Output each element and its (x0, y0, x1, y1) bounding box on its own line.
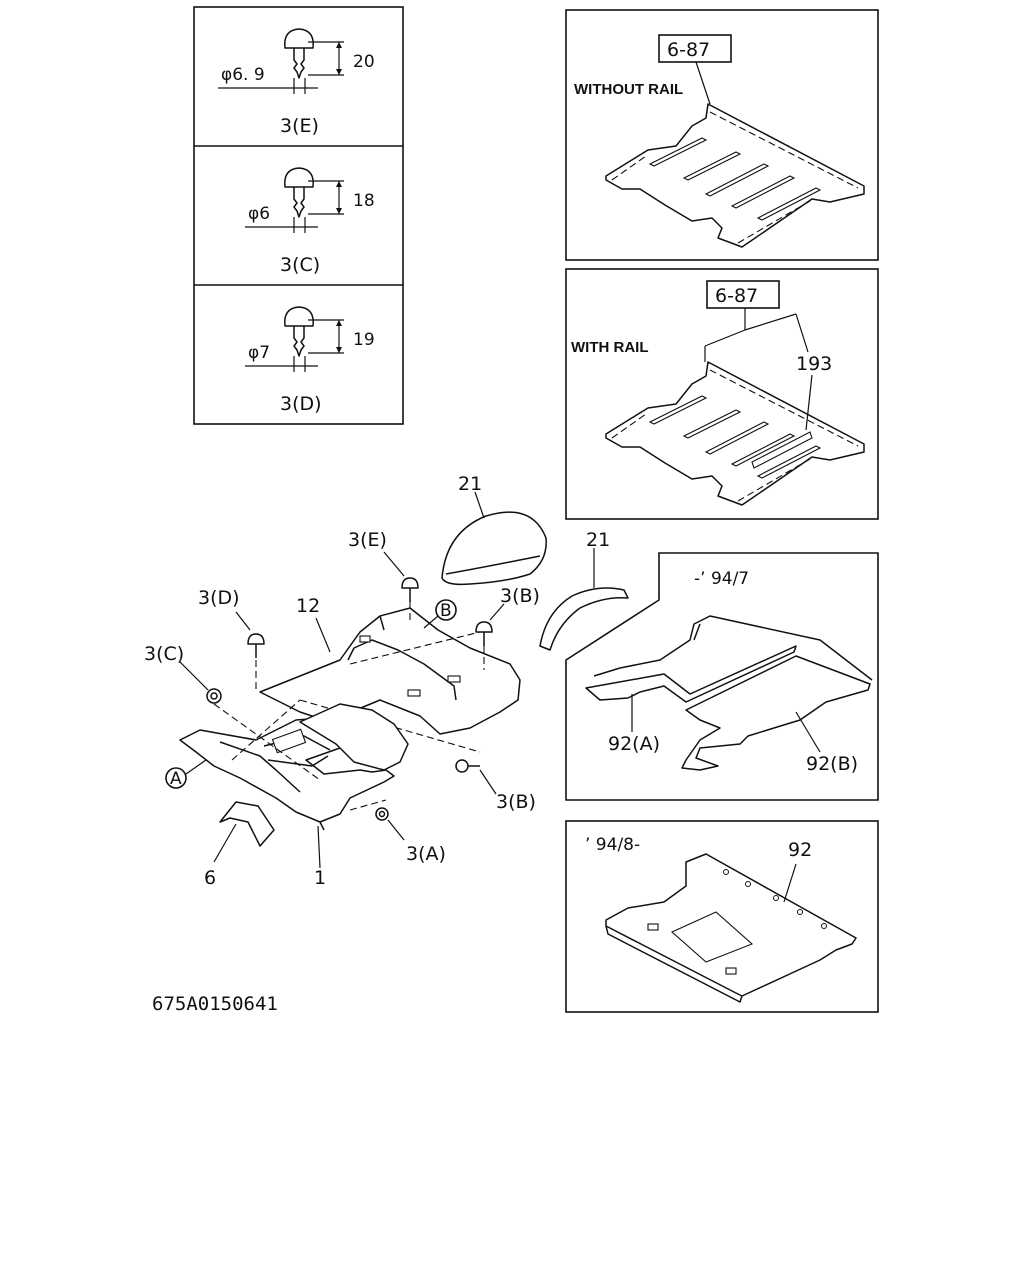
clip-3e-label: 3(E) (280, 115, 319, 137)
floor-mat-92 (605, 853, 857, 997)
clip-3c-diameter: φ6 (248, 204, 270, 224)
label-3c: 3(C) (144, 643, 184, 665)
main-exploded-view: A B 21 21 3(E) 3(D) 12 3(B) 3(C) 3(B) 3(… (144, 473, 629, 889)
early-part-92b: 92(B) (806, 753, 858, 775)
clip-3e-diameter: φ6. 9 (221, 65, 265, 85)
drawing-code: 675A0150641 (152, 993, 278, 1015)
callout-a-circle (165, 767, 187, 789)
part-21-cover (441, 511, 547, 586)
floor-mat-92a (585, 645, 797, 703)
label-3e: 3(E) (348, 529, 387, 551)
without-rail-ref: 6-87 (667, 39, 710, 61)
fastener-detail-table: φ6. 9 20 3(E) φ6 18 3(C) (193, 6, 404, 425)
panel-late: ’ 94/8- 92 (565, 820, 879, 1013)
clip-3c-length: 18 (353, 191, 375, 211)
label-3a: 3(A) (406, 843, 446, 865)
floor-mat-92b (681, 655, 871, 771)
callout-a: A (170, 769, 182, 789)
early-period: -’ 94/7 (694, 569, 749, 589)
clip-3e-length: 20 (353, 52, 375, 72)
label-21-side: 21 (586, 529, 610, 551)
clip-3c-main (179, 661, 222, 704)
floor-mat-with-rail (605, 361, 865, 506)
clip-3b-right-main (455, 759, 497, 795)
label-12: 12 (296, 595, 320, 617)
label-3b-top: 3(B) (500, 585, 540, 607)
panel-with-rail: 6-87 WITH RAIL 193 (565, 268, 879, 520)
early-part-92a: 92(A) (608, 733, 660, 755)
clip-3e-detail: φ6. 9 20 3(E) (218, 28, 375, 137)
clip-3c-detail: φ6 18 3(C) (245, 167, 375, 276)
with-rail-part-193: 193 (796, 353, 832, 375)
with-rail-ref: 6-87 (715, 285, 758, 307)
label-1: 1 (314, 867, 326, 889)
clip-3b-top-main (475, 603, 505, 670)
late-part-92: 92 (788, 839, 812, 861)
label-3d: 3(D) (198, 587, 240, 609)
clip-3d-diameter: φ7 (248, 343, 270, 363)
floor-mat-without-rail (605, 103, 865, 248)
callout-b: B (440, 601, 452, 621)
clip-3c-label: 3(C) (280, 254, 320, 276)
label-21-top: 21 (458, 473, 482, 495)
part-6-bracket (219, 801, 275, 847)
without-rail-title: WITHOUT RAIL (574, 81, 683, 98)
clip-3d-label: 3(D) (280, 393, 322, 415)
with-rail-title: WITH RAIL (571, 339, 648, 356)
callout-b-circle (435, 599, 457, 621)
clip-3e-main (383, 551, 419, 624)
panel-early: -’ 94/7 92(A) 92(B) (565, 552, 879, 801)
late-period: ’ 94/8- (585, 835, 640, 855)
clip-3a-main (375, 807, 405, 841)
label-3b-right: 3(B) (496, 791, 536, 813)
label-6: 6 (204, 867, 216, 889)
clip-3d-detail: φ7 19 3(D) (245, 306, 375, 415)
clip-3d-length: 19 (353, 330, 375, 350)
part-21-arch (539, 587, 629, 651)
panel-without-rail: 6-87 WITHOUT RAIL (565, 9, 879, 261)
clip-3d-main (235, 611, 265, 692)
